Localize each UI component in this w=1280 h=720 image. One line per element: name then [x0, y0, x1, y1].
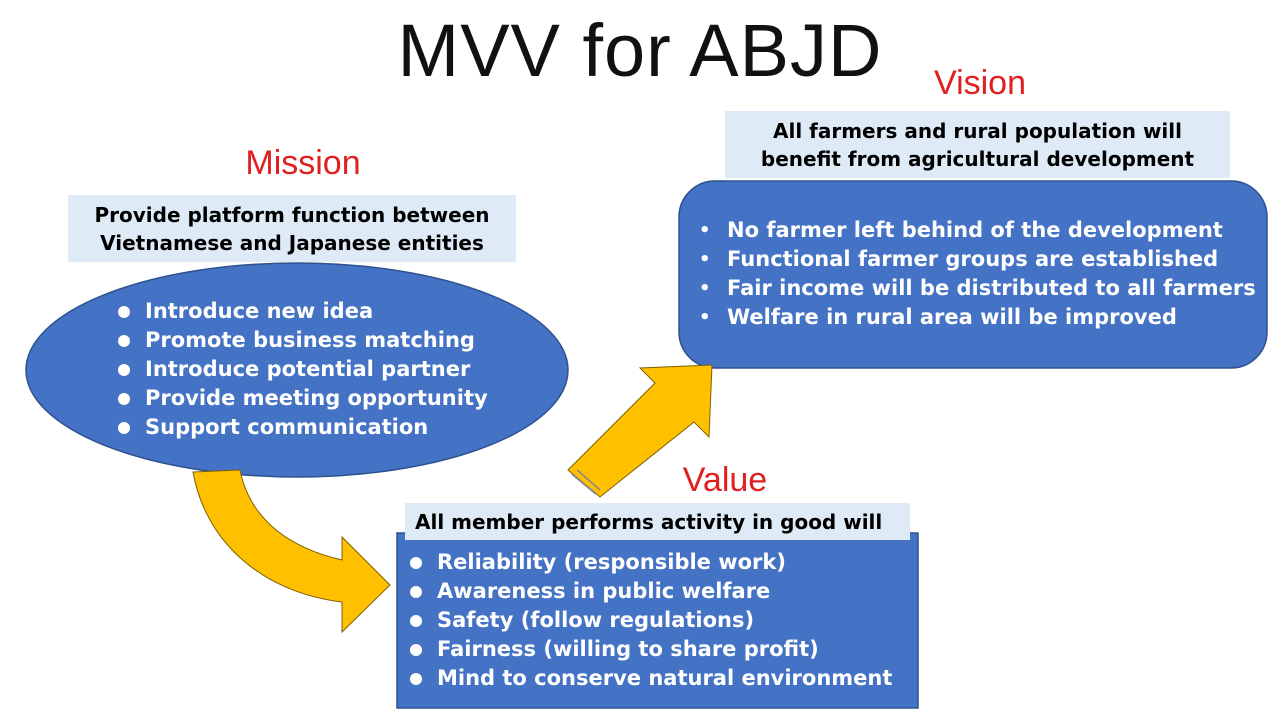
list-item: Fairness (willing to share profit) — [410, 635, 892, 664]
list-item: Reliability (responsible work) — [410, 548, 892, 577]
value-header-text: All member performs activity in good wil… — [415, 509, 883, 534]
list-item: Fair income will be distributed to all f… — [697, 274, 1256, 303]
list-item: Awareness in public welfare — [410, 577, 892, 606]
list-item: Provide meeting opportunity — [118, 384, 488, 413]
value-label: Value — [682, 461, 768, 499]
arrow-tail-stripe — [571, 473, 597, 495]
list-item: Safety (follow regulations) — [410, 606, 892, 635]
vision-header: All farmers and rural population will be… — [725, 111, 1230, 178]
arrow-tail-stripe — [576, 469, 601, 491]
mission-ellipse — [25, 262, 569, 478]
vision-header-line: benefit from agricultural development — [760, 146, 1195, 171]
value-box — [396, 532, 919, 709]
mission-header-line: Vietnamese and Japanese entities — [100, 230, 484, 255]
list-item: Functional farmer groups are established — [697, 245, 1256, 274]
list-item: Support communication — [118, 413, 488, 442]
list-item: Introduce potential partner — [118, 355, 488, 384]
list-item: Welfare in rural area will be improved — [697, 303, 1256, 332]
mission-list: Introduce new idea Promote business matc… — [118, 297, 488, 442]
list-item: No farmer left behind of the development — [697, 216, 1256, 245]
curved-arrow-mission-to-value — [192, 469, 391, 634]
list-item: Promote business matching — [118, 326, 488, 355]
mission-header: Provide platform function between Vietna… — [68, 195, 516, 262]
vision-header-line: All farmers and rural population will — [772, 118, 1182, 143]
value-header: All member performs activity in good wil… — [405, 503, 910, 540]
mission-label: Mission — [245, 144, 361, 182]
list-item: Mind to conserve natural environment — [410, 664, 892, 693]
vision-label: Vision — [934, 64, 1026, 102]
list-item: Introduce new idea — [118, 297, 488, 326]
value-list: Reliability (responsible work) Awareness… — [410, 548, 892, 693]
mission-header-line: Provide platform function between — [94, 202, 490, 227]
vision-list: No farmer left behind of the development… — [697, 216, 1256, 332]
page-title: MVV for ABJD — [397, 9, 883, 92]
straight-arrow-value-to-vision — [567, 364, 713, 498]
